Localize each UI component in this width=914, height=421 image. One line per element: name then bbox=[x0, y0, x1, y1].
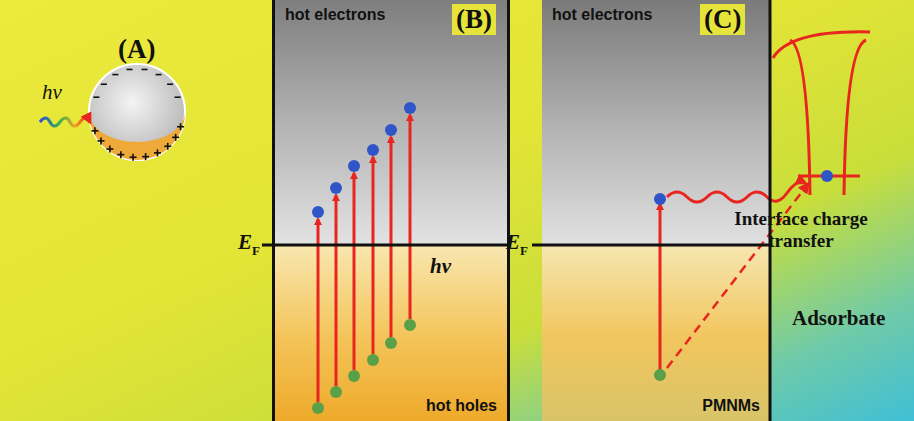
panel-label: (C) bbox=[700, 4, 745, 35]
band-label: hot holes bbox=[426, 397, 497, 415]
charges bbox=[91, 69, 184, 160]
panel-label: (B) bbox=[452, 4, 496, 35]
panel-label: (A) bbox=[118, 34, 155, 65]
photon-wave bbox=[40, 118, 90, 126]
band-label: PMNMs bbox=[702, 397, 760, 415]
band-label: hot electrons bbox=[285, 6, 385, 24]
fermi-subscript: F bbox=[520, 243, 528, 259]
material-label: Adsorbate bbox=[792, 306, 885, 331]
annotation: Interface charge transfer bbox=[712, 208, 890, 252]
band-label: hot electrons bbox=[552, 6, 652, 24]
nanoparticle bbox=[89, 64, 185, 160]
photon-label: hν bbox=[430, 254, 451, 279]
fermi-level bbox=[532, 244, 770, 247]
excitation-arrows bbox=[312, 102, 416, 414]
fermi-level bbox=[262, 244, 510, 247]
photon-label: hν bbox=[42, 80, 62, 105]
fermi-label: E bbox=[238, 230, 252, 255]
fermi-label: E bbox=[506, 230, 520, 255]
fermi-subscript: F bbox=[252, 243, 260, 259]
